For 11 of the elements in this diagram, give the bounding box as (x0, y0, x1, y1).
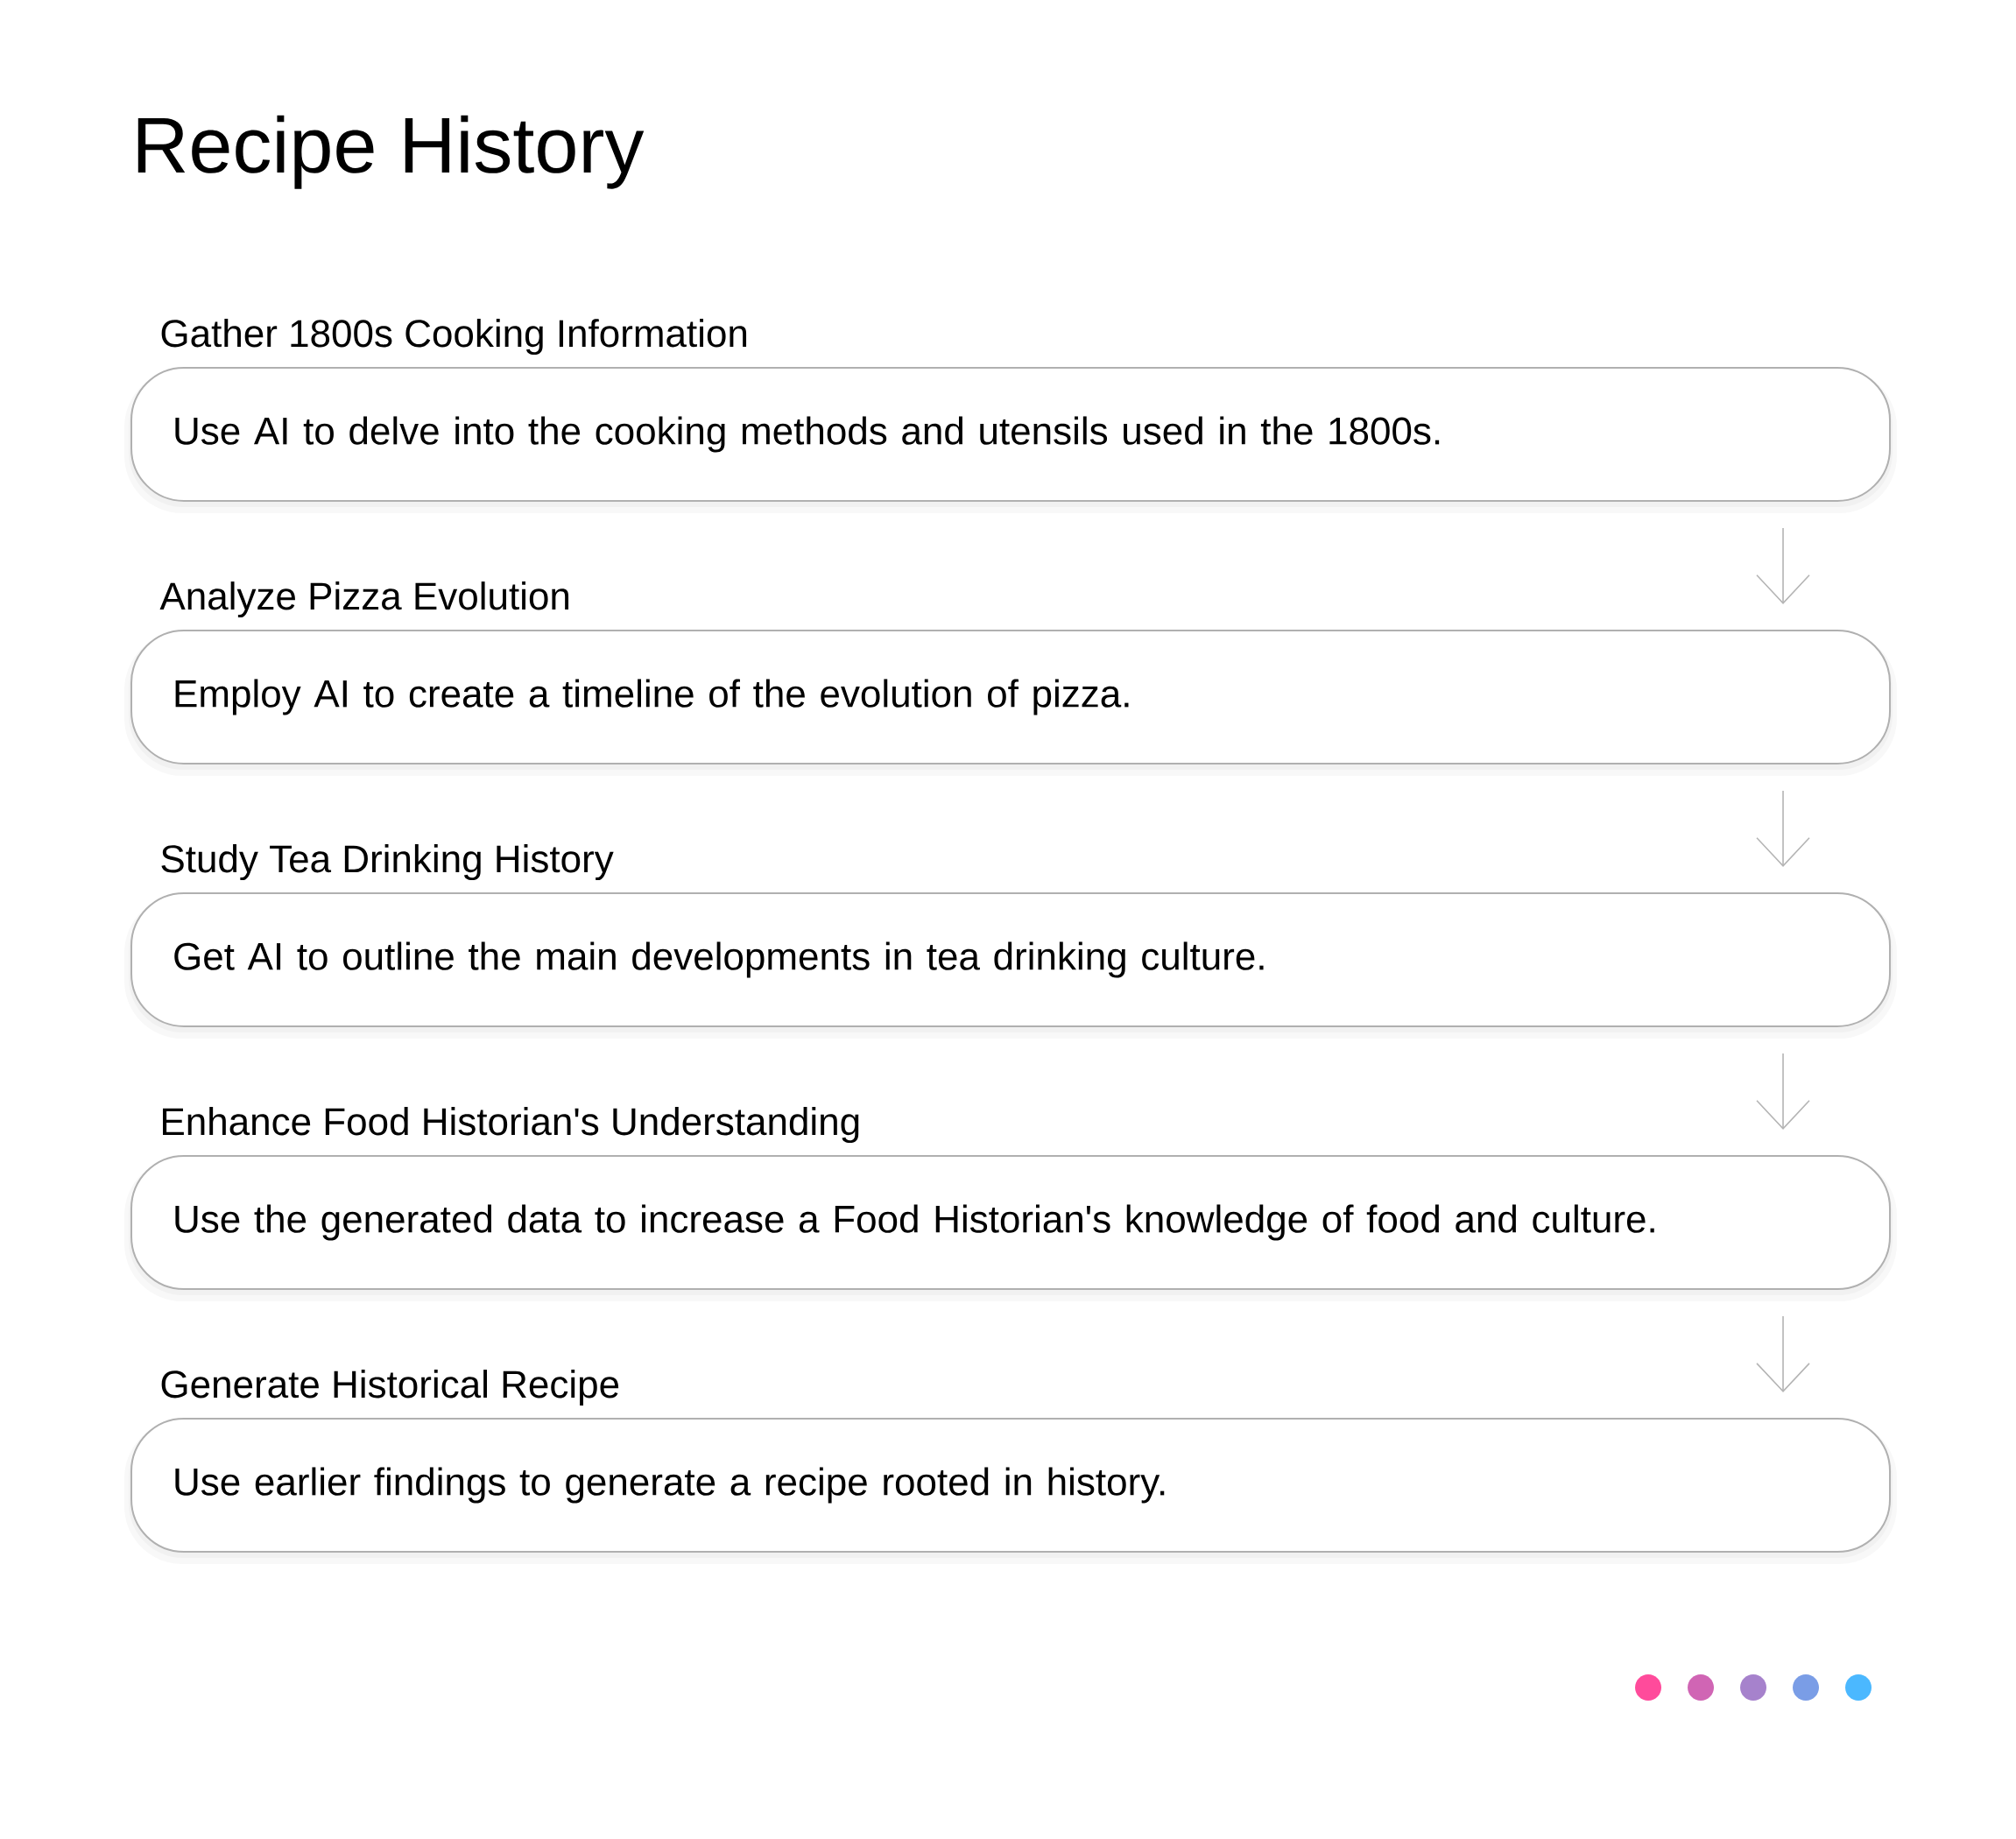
step-heading: Enhance Food Historian's Understanding (163, 1107, 859, 1144)
step-box: Use earlier findings to generate a recipe rooted in history. (124, 1418, 1898, 1564)
step-heading: Generate Historical Recipe (161, 1370, 619, 1406)
step-heading: Study Tea Drinking History (161, 844, 614, 881)
step-box: Get AI to outline the main developments in tea drinking culture. (124, 892, 1898, 1039)
step-box: Use AI to delve into the cooking methods and utensils used in the 1800s. (124, 367, 1898, 513)
step-box: Employ AI to create a timeline of the evolution of pizza. (124, 630, 1898, 776)
title: Recipe History (137, 115, 645, 189)
step-box: Use the generated data to increase a Food Historian's knowledge of food and culture. (124, 1155, 1898, 1301)
step-heading: Analyze Pizza Evolution (159, 581, 569, 618)
step-heading: Gather 1800s Cooking Information (161, 319, 747, 356)
